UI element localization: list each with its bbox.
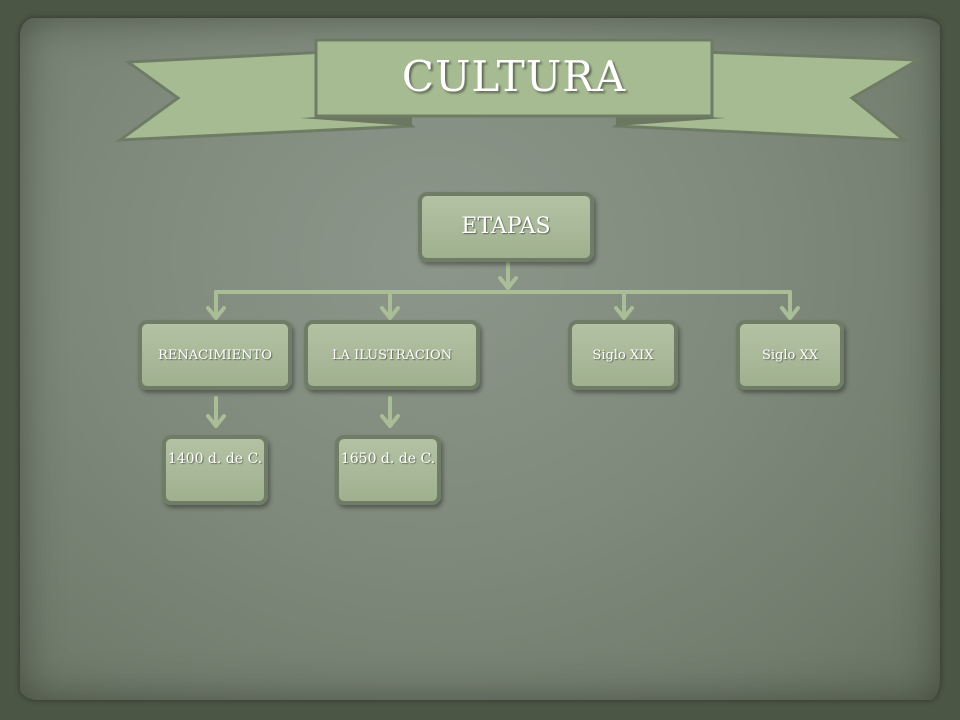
stage-node-siglo-xx: Siglo XX: [736, 320, 844, 390]
stage-label-renacimiento: RENACIMIENTO: [158, 348, 272, 363]
arrowhead-renacimiento: [206, 306, 226, 320]
date-node-renacimiento: 1400 d. de C.: [162, 435, 268, 505]
arrowhead-root: [498, 276, 518, 290]
date-node-ilustracion: 1650 d. de C.: [335, 435, 441, 505]
arrowhead-siglo-xx: [780, 306, 800, 320]
connectors: [206, 260, 800, 428]
arrowhead-1650: [380, 414, 400, 428]
arrowhead-ilustracion: [380, 306, 400, 320]
root-node-label: ETAPAS: [461, 214, 551, 239]
stage-node-siglo-xix: Siglo XIX: [568, 320, 678, 390]
stage-node-ilustracion: LA ILUSTRACION: [304, 320, 480, 390]
ribbon-center: [314, 38, 714, 118]
date-label-ilustracion: 1650 d. de C.: [340, 451, 436, 467]
stage-label-ilustracion: LA ILUSTRACION: [331, 348, 453, 363]
stage-label-siglo-xix: Siglo XIX: [592, 348, 654, 363]
slide-title: CULTURA: [401, 51, 627, 101]
arrowhead-1400: [206, 414, 226, 428]
title-ribbon: [115, 38, 924, 142]
date-label-renacimiento: 1400 d. de C.: [167, 451, 263, 467]
arrowhead-siglo-xix: [614, 306, 634, 320]
stage-node-renacimiento: RENACIMIENTO: [138, 320, 292, 390]
root-node-box: ETAPAS: [418, 192, 594, 262]
stage-label-siglo-xx: Siglo XX: [761, 348, 818, 363]
